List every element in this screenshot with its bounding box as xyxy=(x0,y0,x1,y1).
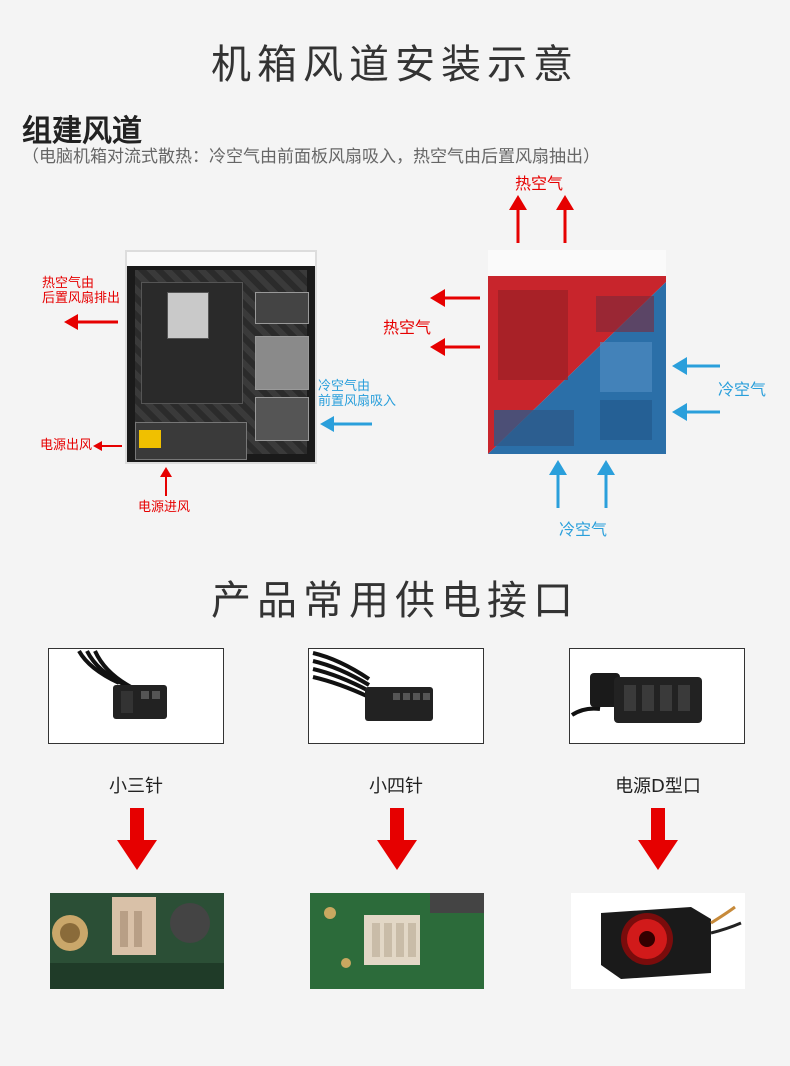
psu-in-label: 电源进风 xyxy=(138,500,191,515)
connector-label-three-pin: 小三针 xyxy=(109,776,163,797)
cold-air-bottom-label: 冷空气 xyxy=(559,520,608,539)
pc-case-image xyxy=(125,250,317,464)
three-pin-connector-image xyxy=(48,648,224,744)
connector-label-molex: 电源D型口 xyxy=(615,776,701,797)
arrow-left-icon xyxy=(64,314,118,330)
power-supply-image xyxy=(571,893,745,989)
section-description: （电脑机箱对流式散热：冷空气由前面板风扇吸入，热空气由后置风扇抽出） xyxy=(22,147,600,167)
psu-out-label: 电源出风 xyxy=(40,438,93,453)
hot-exhaust-label: 热空气由 后置风扇排出 xyxy=(42,276,121,306)
motherboard-four-pin-header-image xyxy=(310,893,484,989)
arrow-down-icon xyxy=(377,808,417,870)
arrow-down-icon xyxy=(117,808,157,870)
section-heading: 组建风道 xyxy=(22,114,142,149)
arrow-left-icon xyxy=(430,338,480,356)
connector-label-four-pin: 小四针 xyxy=(369,776,423,797)
motherboard-three-pin-header-image xyxy=(50,893,224,989)
arrow-left-icon xyxy=(320,416,372,432)
hot-air-side-label: 热空气 xyxy=(383,318,432,337)
arrow-up-icon xyxy=(509,195,527,243)
arrow-up-icon xyxy=(160,467,172,496)
pc-case-airflow-image xyxy=(488,250,666,454)
page-title: 机箱风道安装示意 xyxy=(211,42,579,88)
cold-air-side-label: 冷空气 xyxy=(718,380,767,399)
arrow-up-icon xyxy=(549,460,567,508)
arrow-down-icon xyxy=(638,808,678,870)
arrow-left-icon xyxy=(93,441,122,451)
arrow-left-icon xyxy=(430,289,480,307)
arrow-left-icon xyxy=(672,403,720,421)
arrow-up-icon xyxy=(556,195,574,243)
arrow-left-icon xyxy=(672,357,720,375)
four-pin-connector-image xyxy=(308,648,484,744)
cold-intake-label: 冷空气由 前置风扇吸入 xyxy=(318,379,397,409)
section2-title: 产品常用供电接口 xyxy=(211,578,579,624)
molex-connector-image xyxy=(569,648,745,744)
hot-air-top-label: 热空气 xyxy=(515,174,564,193)
arrow-up-icon xyxy=(597,460,615,508)
